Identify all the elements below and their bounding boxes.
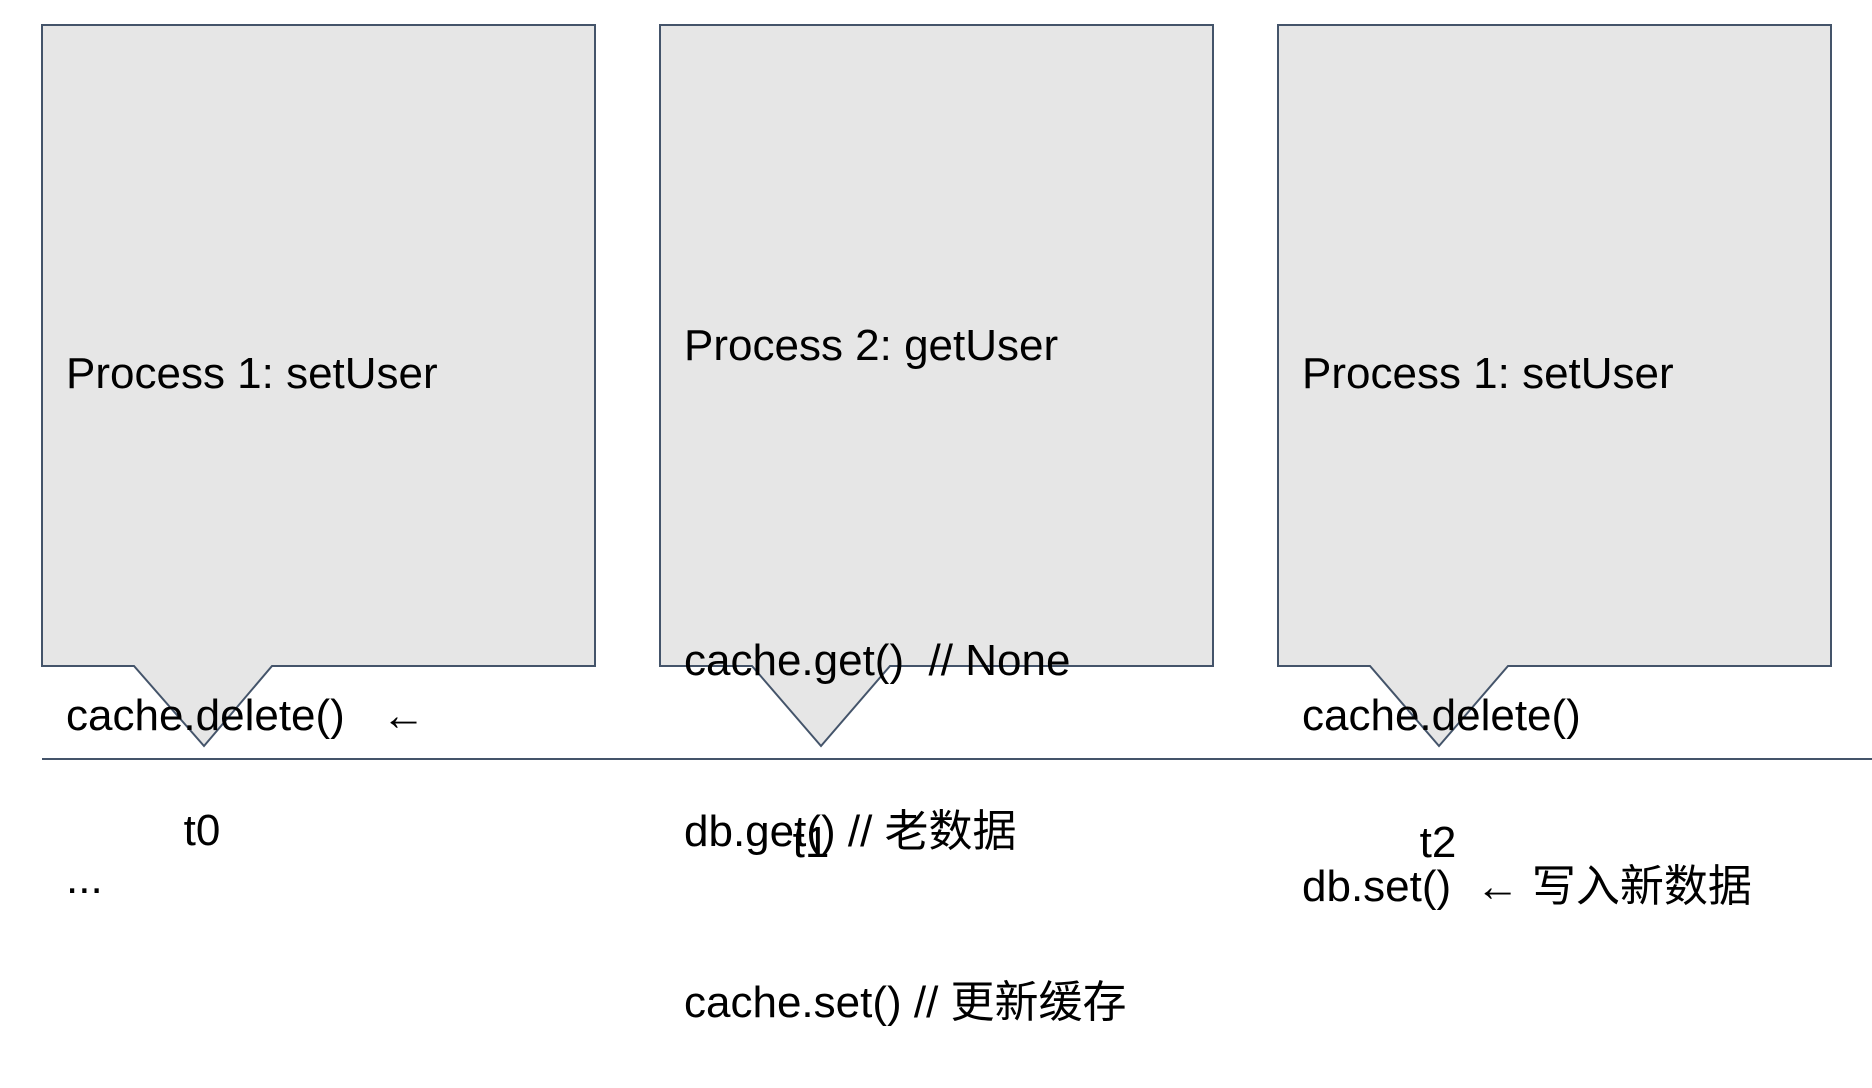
process-bubble-0 — [41, 24, 596, 748]
process-box-text-2: Process 1: setUser cache.delete() db.set… — [1302, 231, 1752, 972]
process-bubble-1 — [659, 24, 1214, 748]
code-line: cache.set() // 更新缓存 — [684, 978, 1127, 1027]
code-line: cache.get() // None — [684, 636, 1071, 685]
process-title: Process 1: setUser — [66, 349, 438, 398]
time-label-t2: t2 — [1419, 818, 1457, 867]
process-box-text-1: Process 2: getUser cache.get() // None d… — [684, 203, 1127, 1088]
code-line: cache.delete() ← — [66, 691, 426, 740]
process-title: Process 2: getUser — [684, 321, 1059, 370]
timeline-diagram — [41, 24, 1872, 760]
process-title: Process 1: setUser — [1302, 349, 1674, 398]
code-line: ... — [66, 854, 103, 903]
process-bubble-2 — [1277, 24, 1832, 748]
code-line: db.get() // 老数据 — [684, 807, 1017, 856]
code-line: cache.delete() — [1302, 691, 1581, 740]
time-label-t1: t1 — [792, 818, 830, 867]
code-line: db.set() ← 写入新数据 — [1302, 862, 1752, 911]
process-box-text-0: Process 1: setUser cache.delete() ← ... — [66, 231, 438, 964]
time-label-t0: t0 — [183, 806, 221, 855]
